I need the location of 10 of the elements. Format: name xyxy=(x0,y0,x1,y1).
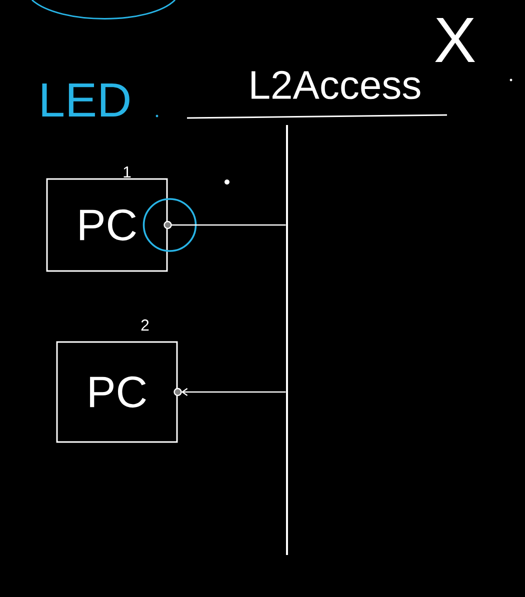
bus-line xyxy=(286,125,288,555)
pc-number: 2 xyxy=(141,319,149,331)
pc-box: PC xyxy=(56,341,182,443)
connection-line xyxy=(181,388,286,396)
pc-number: 1 xyxy=(124,166,131,178)
connection-line xyxy=(171,224,286,226)
led-label: LED xyxy=(42,83,130,116)
switch-label: L2Access xyxy=(187,70,448,119)
cross-mark: X xyxy=(435,18,475,62)
pc-box: PC xyxy=(46,178,172,272)
